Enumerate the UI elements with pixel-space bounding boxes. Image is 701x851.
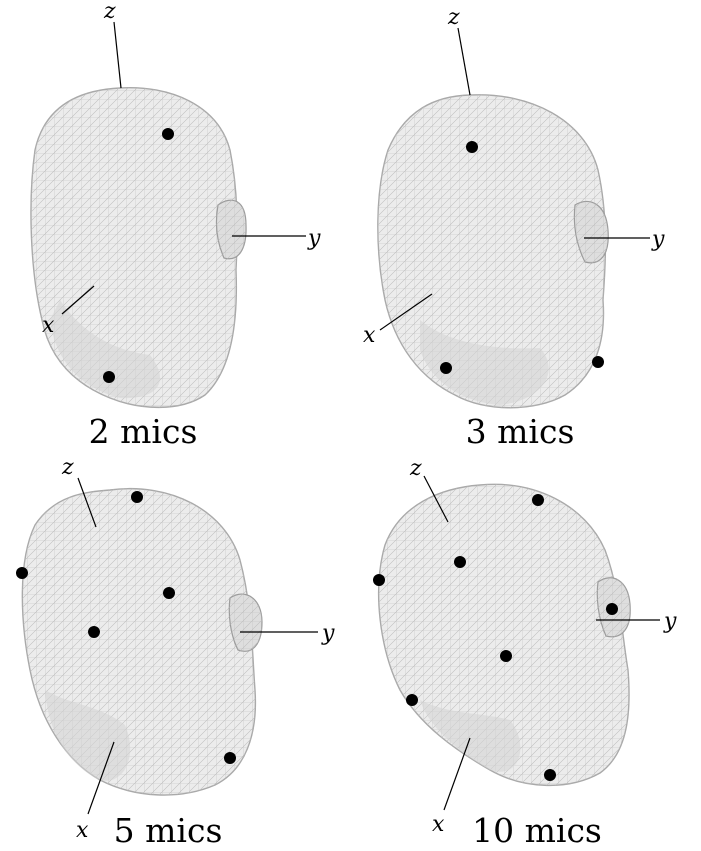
x-axis-label: x [76, 818, 89, 843]
y-axis-label: y [307, 226, 321, 251]
mic-dot [162, 128, 174, 140]
mic-dot [224, 752, 236, 764]
mic-dot [103, 371, 115, 383]
panel-10-mics: z y x 10 mics [373, 456, 677, 850]
head-mesh [379, 484, 631, 785]
mic-dot [454, 556, 466, 568]
z-axis-label: z [61, 455, 74, 480]
y-axis-label: y [663, 609, 677, 634]
z-axis-label: z [409, 456, 422, 481]
mic-dot [466, 141, 478, 153]
head-mesh [378, 95, 608, 408]
panel-label: 10 mics [472, 811, 602, 850]
mic-dot [606, 603, 618, 615]
panel-label: 3 mics [466, 412, 575, 451]
mic-dot [500, 650, 512, 662]
mic-dot [406, 694, 418, 706]
mic-dot [16, 567, 28, 579]
head-mesh [31, 88, 246, 408]
mic-dot [532, 494, 544, 506]
panel-label: 2 mics [89, 412, 198, 451]
head-mesh [22, 489, 262, 795]
mic-dot [131, 491, 143, 503]
x-axis-label: x [432, 812, 445, 837]
mic-dot [373, 574, 385, 586]
z-axis-line [458, 28, 470, 95]
panel-2-mics: z y x 2 mics [31, 0, 321, 451]
mic-dot [88, 626, 100, 638]
y-axis-label: y [651, 227, 665, 252]
mic-dot [440, 362, 452, 374]
panel-label: 5 mics [114, 811, 223, 850]
panel-5-mics: z y x 5 mics [16, 455, 335, 850]
z-axis-line [114, 22, 121, 88]
y-axis-label: y [321, 621, 335, 646]
mic-dot [544, 769, 556, 781]
x-axis-label: x [363, 323, 376, 348]
x-axis-label: x [42, 313, 55, 338]
panel-3-mics: z y x 3 mics [363, 5, 665, 451]
z-axis-label: z [103, 0, 116, 24]
mic-dot [163, 587, 175, 599]
z-axis-label: z [447, 5, 460, 30]
mic-dot [592, 356, 604, 368]
